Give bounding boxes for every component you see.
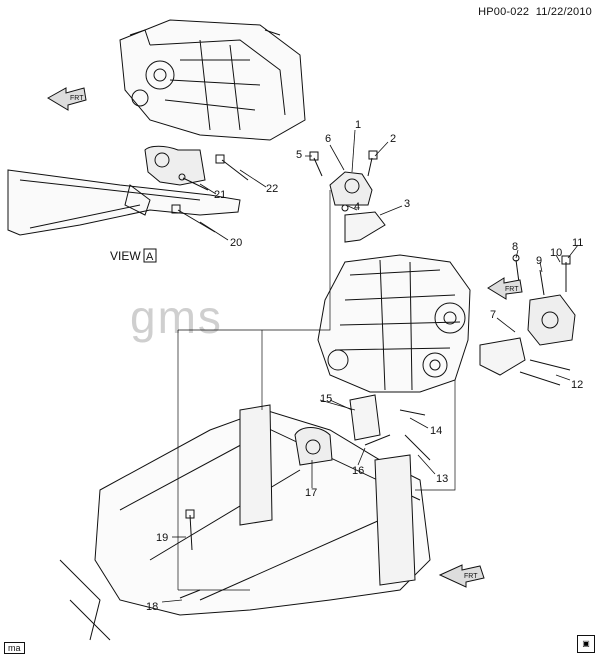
engine-illustration (317, 254, 471, 393)
callout-22: 22 (266, 183, 278, 195)
footer-tag: ma (4, 642, 25, 654)
callout-15: 15 (320, 393, 332, 405)
callout-16: 16 (352, 465, 364, 477)
diagram-id: HP00-022 (478, 6, 530, 18)
crossmember-illustration (7, 145, 241, 236)
callout-11: 11 (572, 237, 583, 249)
callout-1: 1 (355, 119, 361, 131)
callout-5: 5 (296, 149, 302, 161)
transmission-illustration (119, 19, 306, 141)
callout-10: 10 (550, 247, 562, 259)
upper-mount-illustration (309, 150, 386, 243)
callout-2: 2 (390, 133, 396, 145)
bolt-21 (178, 173, 209, 191)
watermark: gms (130, 291, 223, 343)
leader-lines (161, 129, 579, 603)
frt-labels: FRT FRT FRT (70, 95, 519, 580)
callout-6: 6 (325, 133, 331, 145)
forward-arrow-bottom-icon (438, 564, 485, 588)
callout-19: 19 (156, 532, 168, 544)
callout-14: 14 (430, 425, 442, 437)
frt-label-bottom: FRT (464, 573, 478, 580)
frt-label-right: FRT (505, 286, 519, 293)
subframe-illustration (59, 394, 431, 641)
diagram-date: 11/22/2010 (535, 6, 592, 18)
callout-18: 18 (146, 601, 158, 613)
callout-21: 21 (214, 189, 226, 201)
callout-8: 8 (512, 241, 518, 253)
forward-arrow-icon (47, 87, 87, 111)
callout-labels: 1 2 3 4 5 6 7 8 9 10 11 12 13 14 15 16 1… (146, 119, 583, 613)
bolt-22 (215, 154, 249, 181)
forward-arrow-right-icon (487, 277, 523, 300)
reference-lines (177, 190, 456, 591)
callout-4: 4 (354, 201, 360, 213)
corner-icon: ▣ (577, 635, 595, 653)
diagram-header: HP00-022 11/22/2010 (478, 6, 592, 18)
callout-9: 9 (536, 255, 542, 267)
callout-3: 3 (404, 198, 410, 210)
bolt-20 (171, 204, 216, 233)
view-label: VIEW A (110, 248, 157, 263)
view-letter: A (146, 251, 154, 263)
callout-20: 20 (230, 237, 242, 249)
right-mount-illustration (479, 254, 576, 386)
view-text: VIEW (110, 249, 141, 263)
callout-17: 17 (305, 487, 317, 499)
callout-12: 12 (571, 379, 583, 391)
callout-13: 13 (436, 473, 448, 485)
frt-label-top: FRT (70, 95, 84, 102)
callout-7: 7 (490, 309, 496, 321)
